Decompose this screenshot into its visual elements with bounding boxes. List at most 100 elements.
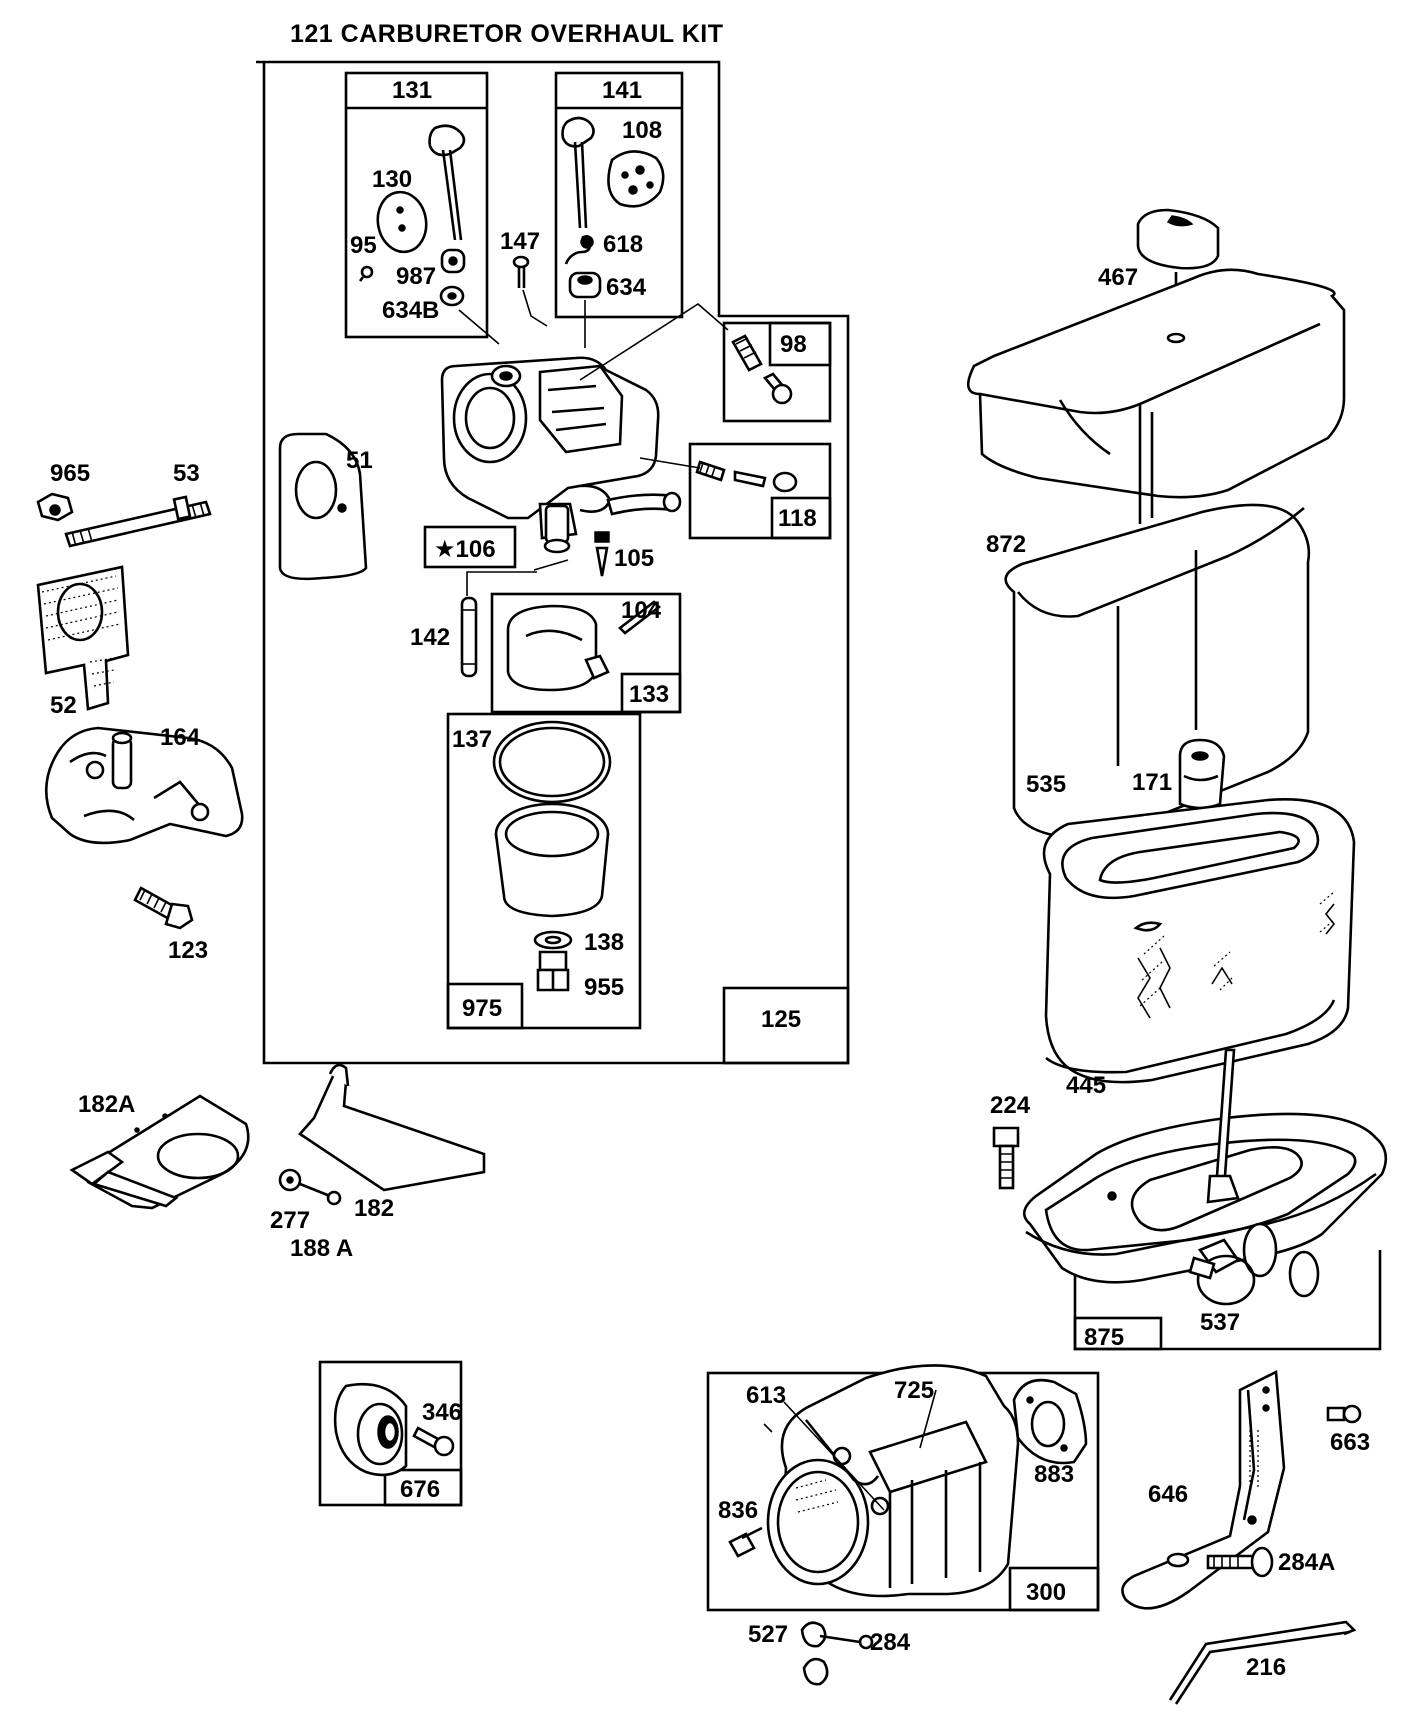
label-53: 53 [173, 460, 200, 487]
blower-housing-300-part [766, 1364, 1020, 1598]
gasket-883-part [1012, 1378, 1088, 1465]
label-965: 965 [50, 460, 90, 487]
kit-141-box [554, 71, 684, 319]
label-872: 872 [986, 531, 1026, 558]
gasket-137-part [492, 720, 612, 804]
kit-121-frame [256, 60, 850, 1065]
label-535: 535 [1026, 771, 1066, 798]
label-663: 663 [1330, 1429, 1370, 1456]
kit-98-box [722, 321, 832, 423]
washer-138-part [533, 930, 573, 950]
label-104: 104 [621, 597, 662, 624]
label-106: ★106 [434, 536, 496, 563]
clip-527-part [800, 1621, 874, 1686]
label-646: 646 [1148, 1481, 1188, 1508]
bracket-182a-part [69, 1094, 250, 1210]
label-133: 133 [629, 681, 669, 708]
label-955: 955 [584, 974, 624, 1001]
shield-182-part [298, 1063, 486, 1192]
label-147: 147 [500, 228, 540, 255]
label-975: 975 [462, 995, 502, 1022]
label-300: 300 [1026, 1579, 1066, 1606]
base-875-part [1022, 1112, 1388, 1284]
mixture-screw-118-part [695, 460, 798, 493]
label-125: 125 [761, 1006, 801, 1033]
label-138: 138 [584, 929, 624, 956]
nut-965-part [36, 492, 74, 522]
clip-277-part [278, 1168, 342, 1206]
label-130: 130 [372, 166, 412, 193]
label-98: 98 [780, 331, 807, 358]
seal-634-part [568, 271, 602, 299]
cover-676-part [333, 1382, 408, 1477]
intake-manifold-part [44, 726, 244, 845]
label-52: 52 [50, 692, 77, 719]
carburetor-body-part [440, 356, 682, 540]
label-51: 51 [346, 447, 373, 474]
pin-142-part [460, 596, 478, 678]
label-613: 613 [746, 1382, 786, 1409]
label-883: 883 [1034, 1461, 1074, 1488]
label-164: 164 [160, 724, 201, 751]
kit-131-box [344, 71, 489, 339]
label-634: 634 [606, 274, 647, 301]
screw-147-part [512, 255, 530, 288]
label-987: 987 [396, 263, 436, 290]
part-labels: 131 141 108 130 95 987 634B 147 618 634 … [50, 77, 1370, 1681]
label-537: 537 [1200, 1309, 1240, 1336]
kit-118-box [688, 442, 832, 540]
label-142: 142 [410, 624, 450, 651]
seal-634b-part [439, 285, 465, 307]
label-836: 836 [718, 1497, 758, 1524]
spring-618-part [564, 235, 594, 265]
idle-screw-98-part [731, 334, 793, 405]
label-118: 118 [778, 505, 817, 532]
choke-plate-part [607, 150, 665, 208]
float-pin-104-part [618, 600, 661, 635]
jet-106-part [543, 504, 571, 554]
throttle-plate-part [376, 190, 428, 254]
diagram-title: 121 CARBURETOR OVERHAUL KIT [290, 20, 723, 48]
throttle-shaft-part [428, 124, 466, 274]
grommet-171-part [1178, 738, 1226, 810]
stud-53-part [64, 495, 212, 548]
bracket-646-part [1121, 1369, 1286, 1610]
kit-125-box [722, 986, 850, 1065]
bowl-bolt-955-part [536, 950, 570, 992]
label-725: 725 [894, 1377, 934, 1404]
label-346: 346 [422, 1399, 462, 1426]
filter-445-part [1042, 798, 1356, 1084]
screw-123-part [133, 886, 194, 930]
label-445: 445 [1066, 1072, 1106, 1099]
float-133-part [506, 604, 610, 692]
float-bowl-part [494, 802, 610, 918]
label-137: 137 [452, 726, 492, 753]
label-224: 224 [990, 1092, 1031, 1119]
label-527: 527 [748, 1621, 788, 1648]
screw-663-part [1326, 1404, 1362, 1424]
kit-676-box [318, 1360, 463, 1507]
label-182a: 182A [78, 1091, 135, 1118]
label-182: 182 [354, 1195, 394, 1222]
stud-air-cleaner-part [1197, 1048, 1320, 1298]
label-284a: 284A [1278, 1549, 1335, 1576]
label-875: 875 [1084, 1324, 1124, 1351]
kit-133-box [490, 592, 682, 714]
screw-284a-part [1206, 1546, 1274, 1578]
label-277: 277 [270, 1207, 310, 1234]
screw-346-part [412, 1426, 455, 1457]
label-141: 141 [602, 77, 642, 104]
gasket-52-part [36, 565, 130, 711]
cover-872-part [966, 268, 1346, 524]
label-467: 467 [1098, 264, 1138, 291]
choke-shaft-part [561, 116, 595, 229]
kit-106-box [423, 525, 517, 569]
housing-leader-lines [763, 1389, 937, 1511]
bolt-224-part [992, 1126, 1020, 1190]
label-123: 123 [168, 937, 208, 964]
label-634b: 634B [382, 297, 439, 324]
clamp-537-part [1188, 1254, 1256, 1306]
kit-975-box [446, 712, 642, 1030]
screw-95-part [358, 265, 374, 282]
